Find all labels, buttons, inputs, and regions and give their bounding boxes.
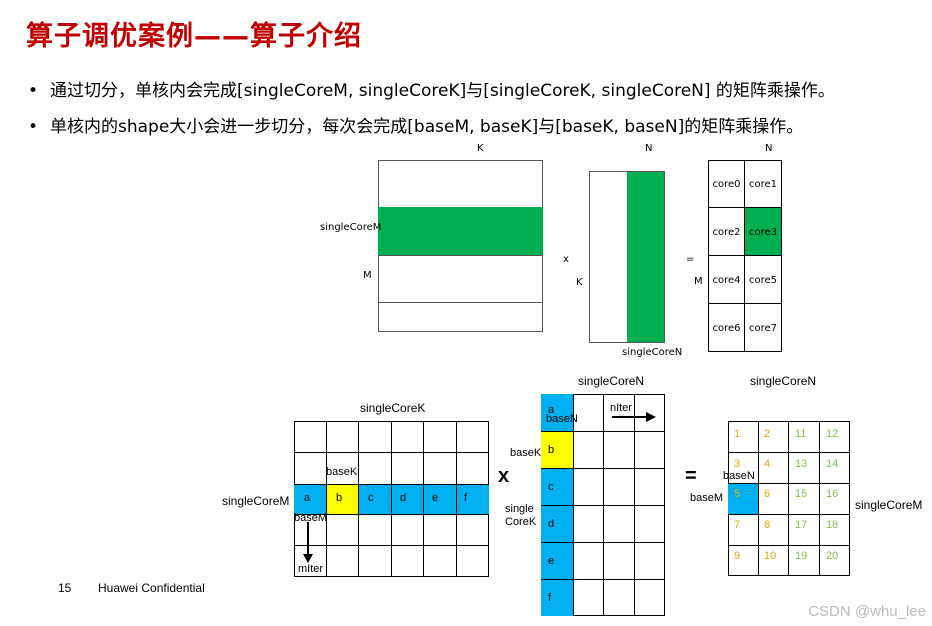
core-cell: core6 (708, 303, 745, 352)
result-cell: 20 (826, 550, 839, 562)
label-miter: mIter (298, 563, 324, 575)
matrix-b-highlight-col (627, 172, 664, 342)
left-cell-label: d (400, 492, 407, 504)
op-multiply: x (498, 465, 510, 487)
bullet-text-2: 单核内的shape大小会进一步切分，每次会完成[baseM, baseK]与[b… (50, 117, 804, 137)
core-cell-highlight: core3 (744, 207, 782, 256)
left-yellow-cell (326, 484, 358, 514)
label-niter: nIter (610, 402, 633, 414)
right-title: singleCoreN (750, 374, 817, 388)
core-cell: core1 (744, 160, 782, 208)
result-cell: 4 (764, 458, 771, 470)
label-basen-right: baseN (723, 470, 755, 482)
result-cell: 10 (764, 550, 777, 562)
label-basem-left: baseM (294, 512, 328, 524)
label-n-top: N (645, 143, 653, 154)
core-cell: core4 (708, 255, 745, 304)
bullet-marker: • (28, 117, 39, 137)
bullet-item-1: • 通过切分，单核内会完成[singleCoreM, singleCoreK]与[… (28, 76, 835, 101)
page-title: 算子调优案例——算子介绍 (26, 21, 362, 52)
divider (378, 255, 543, 256)
mid-cell-label: d (548, 518, 555, 530)
mid-yellow-cell (541, 431, 573, 468)
label-single: single (505, 503, 534, 515)
core-grid: core0 core1 core2 core3 core4 core5 core… (708, 160, 782, 352)
bullet-text-1: 通过切分，单核内会完成[singleCoreM, singleCoreK]与[s… (50, 81, 835, 101)
mid-cell-label: f (548, 592, 552, 604)
result-cell: 17 (795, 519, 808, 531)
result-cell: 8 (764, 519, 771, 531)
label-corek: CoreK (505, 516, 537, 528)
label-n-right: N (765, 143, 773, 154)
bullet-marker: • (28, 81, 39, 101)
result-cell: 11 (795, 428, 807, 440)
result-cell: 1 (734, 428, 741, 440)
mid-cell-label: e (548, 555, 555, 567)
label-k-top: K (477, 143, 484, 154)
matrix-b (589, 171, 665, 343)
right-row-label: singleCoreM (855, 498, 923, 512)
left-cell-label: b (336, 492, 343, 504)
left-cell-label: a (304, 492, 311, 504)
label-eq-top: = (686, 254, 695, 265)
label-singlecorem: singleCoreM (320, 222, 382, 233)
result-cell: 14 (826, 458, 839, 470)
result-cell: 16 (826, 488, 839, 500)
result-cell: 12 (826, 428, 839, 440)
core-cell: core7 (744, 303, 782, 352)
watermark: CSDN @whu_lee (808, 603, 926, 620)
bullet-item-2: • 单核内的shape大小会进一步切分，每次会完成[baseM, baseK]与[… (28, 112, 803, 137)
left-cell-label: e (432, 492, 439, 504)
label-basek-mid: baseK (510, 447, 542, 459)
result-cell: 7 (734, 519, 741, 531)
left-title: singleCoreK (360, 401, 426, 415)
left-cell-label: f (464, 492, 468, 504)
label-singlecoren-top: singleCoreN (622, 347, 683, 358)
left-row-label: singleCoreM (222, 494, 290, 508)
label-x-top: x (563, 254, 569, 265)
label-m-right: M (694, 276, 703, 287)
result-cell: 2 (764, 428, 771, 440)
matrix-a-highlight-row (378, 207, 543, 255)
label-m-left: M (363, 270, 372, 281)
page-number: 15 (58, 581, 72, 595)
result-cell: 3 (734, 458, 741, 470)
label-basek-left: baseK (326, 466, 358, 478)
mid-title: singleCoreN (578, 374, 645, 388)
divider (378, 302, 543, 303)
left-cell-label: c (368, 492, 374, 504)
result-cell: 5 (734, 488, 741, 500)
label-k-mid: K (576, 277, 583, 288)
result-cell: 18 (826, 519, 839, 531)
core-cell: core2 (708, 207, 745, 256)
right-blue-cell (728, 483, 758, 514)
result-cell: 15 (795, 488, 808, 500)
result-cell: 9 (734, 550, 741, 562)
mid-cell-label: c (548, 481, 554, 493)
result-cell: 13 (795, 458, 808, 470)
result-cell: 19 (795, 550, 808, 562)
mid-cell-label: a (548, 404, 555, 416)
label-basen-mid: baseN (546, 413, 578, 425)
core-cell: core5 (744, 255, 782, 304)
mid-cell-label: b (548, 444, 555, 456)
footer-text: Huawei Confidential (98, 581, 205, 595)
miter-arrow-icon (303, 522, 313, 563)
niter-arrow-icon (612, 412, 656, 422)
result-cell: 6 (764, 488, 771, 500)
core-cell: core0 (708, 160, 745, 208)
op-equals: = (685, 465, 697, 487)
label-basem-right: baseM (690, 492, 724, 504)
